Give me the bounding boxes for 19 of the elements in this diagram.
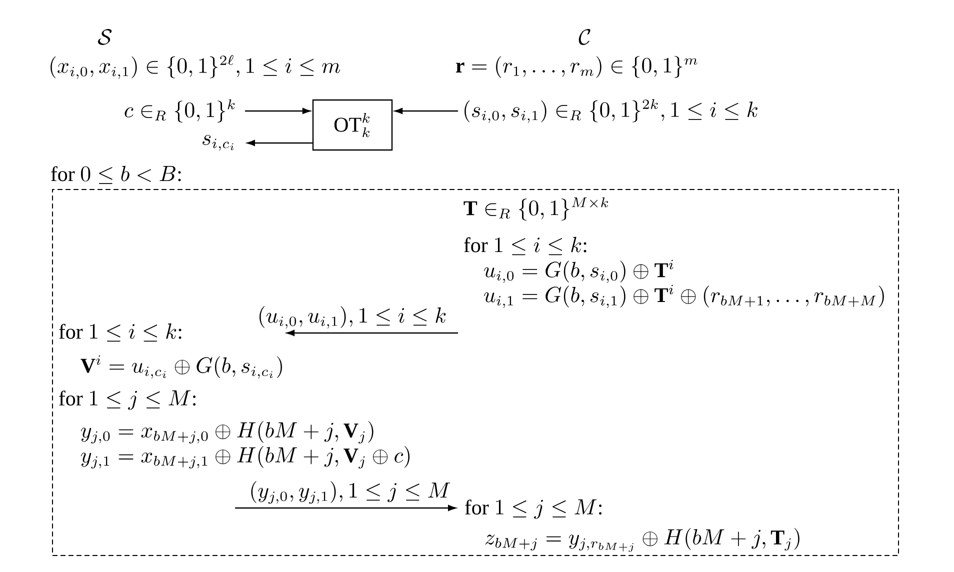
- formula-text: $\mathbf{T}\in_R\{0,1\}^{M\times k}$ $\text{for } 1\le i\le k\text{:}$ $u_{i,0}=G(b,s_{i,0})\oplus\mathbf{T}^i$ $u_{i,1}=G(b,s_{i,1})\oplus\mathbf{T}^i\oplus(r_{bM+1},\ldots,r_{bM+M})$: [464, 197, 884, 308]
- ot-box: $\mathrm{OT}_k^k$: [312, 99, 393, 151]
- arrow: [394, 108, 458, 114]
- party-symbol: $\mathcal{S}$: [98, 29, 112, 45]
- arrow: [235, 504, 456, 511]
- node-label: $\text{for } 0\le b<B\text{:}$: [51, 166, 181, 184]
- formula-text: $\text{for } 1\le j\le M\text{:}$ $y_{j,0}=x_{bM+j,0}\oplus H(bM+j,\mathbf{V}_j)$ $y_{j,1}=x_{bM+j,1}\oplus H(bM+j,\mathbf{V}_j\oplus c)$: [59, 390, 410, 468]
- party-symbol: $\mathcal{C}$: [578, 29, 590, 45]
- input-formula: $c\in_R\{0,1\}^k$: [124, 99, 235, 123]
- arrow: [245, 108, 310, 114]
- input-formula: $\mathbf{r}=(r_1,\ldots,r_m)\in\{0,1\}^m$: [456, 56, 698, 78]
- arrow: [286, 330, 458, 336]
- input-formula: $(s_{i,0},s_{i,1})\in_R\{0,1\}^{2k}, 1\le i\le k$: [464, 99, 758, 123]
- formula-text: $\text{for } 1\le j\le M\text{:}$ $z_{bM+j}=y_{j,r_{bM+j}}\oplus H(bM+j,\mathbf{T}_j)$: [465, 499, 800, 552]
- output-formula: $s_{i,c_i}$: [202, 135, 234, 151]
- edge-label: $(u_{i,0},u_{i,1}), 1\le i\le k$: [260, 306, 446, 329]
- edge-label: $(y_{j,0},y_{j,1}), 1\le j\le M$: [251, 481, 450, 504]
- input-formula: $(x_{i,0},x_{i,1})\in\{0,1\}^{2\ell}, 1\le i\le m$: [50, 55, 340, 79]
- arrow: [247, 140, 312, 146]
